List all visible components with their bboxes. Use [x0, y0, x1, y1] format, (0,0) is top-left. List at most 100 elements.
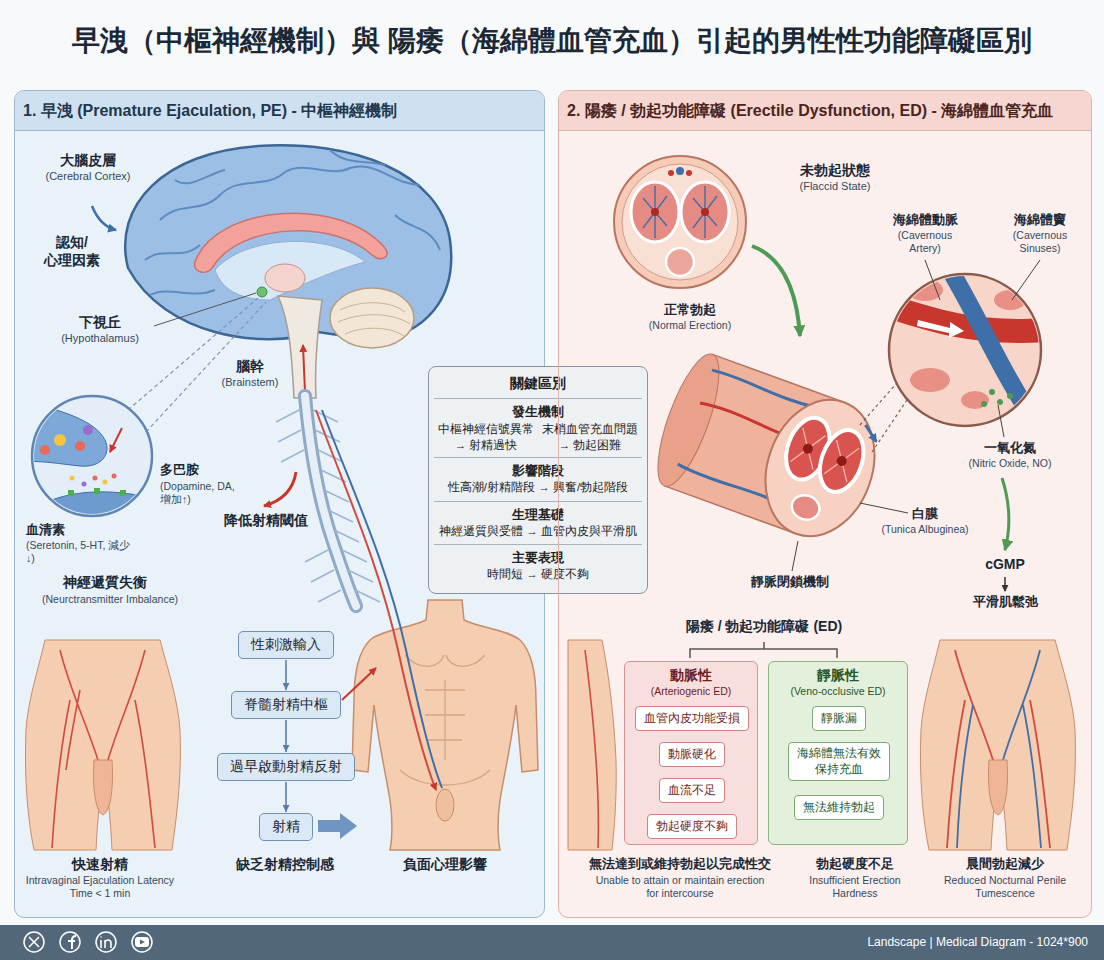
part-label: 海綿體竇: [995, 212, 1085, 228]
step-label: 血管內皮功能受損: [644, 710, 740, 727]
column-heading: (Veno-occlusive ED): [769, 685, 907, 697]
dorsal-vein: [676, 167, 684, 175]
state-change-arrow: [752, 246, 800, 336]
icon-glyph: [135, 937, 149, 947]
icon-ring: [96, 932, 116, 952]
label-slot: 正常勃起: [640, 302, 740, 318]
label-slot: (Normal Erection): [635, 319, 745, 332]
label-slot: 平滑肌鬆弛: [955, 594, 1055, 610]
label-slot: (Cerebral Cortex): [28, 170, 148, 184]
comparison-text: 影響階段: [434, 457, 642, 480]
vesicle: [75, 441, 85, 451]
label-slot: 陽痿 / 勃起功能障礙 (ED): [644, 618, 884, 636]
no-molecule: [989, 389, 995, 395]
footer-note: Landscape | Medical Diagram - 1024*900: [768, 935, 1088, 950]
no-molecule: [1007, 393, 1013, 399]
flow-arrow: [285, 720, 287, 752]
no-molecule: [997, 399, 1003, 405]
receptor: [120, 490, 126, 496]
comparison-text: 生理基礎: [434, 501, 642, 524]
sinus: [907, 279, 943, 301]
page-title: 早洩（中樞神經機制）與 陽痿（海綿體血管充血）引起的男性性功能障礙區別: [12, 22, 1092, 60]
label-slot: 勃起硬度不足: [800, 856, 910, 872]
neurotransmitter: [70, 476, 75, 481]
icon-glyph: [29, 937, 39, 947]
label-slot: Unable to attain or maintain erection fo…: [590, 874, 770, 900]
process-label: 性刺激輸入: [251, 636, 321, 654]
flaccid-cross-section: [614, 156, 746, 288]
receptor: [68, 490, 74, 496]
label-slot: 海綿體竇: [995, 212, 1085, 228]
step-box: 無法維持勃起: [794, 795, 884, 820]
label-slot: (Brainstem): [210, 376, 290, 390]
title-slot: 早洩（中樞神經機制）與 陽痿（海綿體血管充血）引起的男性性功能障礙區別: [12, 22, 1092, 60]
lower-body-right: [920, 640, 1075, 850]
part-label-note: (Seretonin, 5-HT, 減少↓): [26, 539, 138, 565]
process-box: 過早啟動射精反射: [217, 753, 355, 781]
body-outline: [25, 640, 180, 850]
label-slot: 大腦皮層: [33, 152, 143, 170]
label-slot: cGMP: [970, 556, 1040, 574]
vesicle: [40, 445, 50, 455]
label-slot: (Tunica Albuginea): [865, 523, 985, 536]
sinus: [961, 391, 989, 409]
comparison-text: 中樞神經信號異常 → 射精過快: [434, 421, 538, 454]
part-label-note: (Dopamine, DA, 增加↑): [160, 480, 238, 506]
part-label: 晨間勃起減少: [935, 856, 1075, 872]
part-label-note: Insufficient Erection Hardness: [795, 874, 915, 900]
label-slot: 負面心理影響: [385, 856, 505, 874]
release-arrow: [110, 428, 122, 452]
block-arrow: [318, 813, 357, 839]
column-heading: 動脈性: [625, 662, 757, 685]
blood-vessels: [585, 650, 598, 848]
threshold-arrow: [264, 472, 296, 506]
step-label: 血流不足: [668, 782, 716, 799]
part-label-note: (Nitric Oxide, NO): [950, 457, 1070, 470]
part-label: cGMP: [970, 556, 1040, 574]
part-label-note: (Flaccid State): [775, 180, 895, 194]
dorsal-artery: [668, 170, 674, 176]
body-outline: [568, 640, 616, 850]
part-label: 降低射精閾值: [216, 512, 316, 530]
part-label: 神經遞質失衡: [30, 574, 180, 592]
label-slot: 快速射精: [25, 856, 175, 874]
label-slot: Reduced Nocturnal Penile Tumescence: [930, 874, 1080, 900]
label-slot: 血清素: [26, 522, 116, 538]
part-label: 平滑肌鬆弛: [955, 594, 1055, 610]
process-box: 射精: [259, 813, 313, 841]
label-slot: (Hypothalamus): [45, 332, 155, 346]
part-label-note: Unable to attain or maintain erection fo…: [590, 874, 770, 900]
receptor: [94, 488, 100, 494]
comparison-box: 關鍵區別發生機制中樞神經信號異常 → 射精過快末梢血管充血問題 → 勃起困難影響…: [428, 366, 648, 594]
comparison-text: 時間短 → 硬度不夠: [434, 567, 642, 585]
part-label-note: (Tunica Albuginea): [865, 523, 985, 536]
comparison-text: 主要表現: [434, 544, 642, 567]
column-heading: 靜脈性: [769, 662, 907, 685]
label-slot: 下視丘: [50, 314, 150, 332]
central-artery: [801, 442, 814, 455]
process-label: 脊髓射精中樞: [244, 696, 328, 714]
vesicle: [54, 434, 66, 446]
vein-compression-arrow: [861, 425, 880, 442]
comparison-text: 末梢血管充血問題 → 勃起困難: [538, 421, 642, 454]
label-slot: (Neurctransmitter Imbalance): [20, 593, 200, 606]
label-slot: 白膜: [885, 506, 965, 522]
icon-glyph: [101, 937, 111, 949]
genitals: [436, 789, 454, 821]
sinus-vessels: [643, 186, 717, 238]
part-label: 無法達到或維持勃起以完成性交: [580, 856, 780, 872]
synapse-zoom: [20, 298, 296, 530]
part-label-note: (Brainstem): [210, 376, 290, 390]
part-label: 一氧化氮: [960, 440, 1060, 456]
flow-arrow: [285, 782, 287, 812]
brainstem: [278, 296, 322, 398]
part-label: 負面心理影響: [385, 856, 505, 874]
label-slot: (Seretonin, 5-HT, 減少↓): [26, 539, 138, 565]
sinus: [994, 290, 1026, 310]
pathway-arrow: [1002, 478, 1009, 550]
brain: [92, 145, 451, 398]
genitals: [93, 760, 112, 815]
label-slot: 認知/ 心理因素: [40, 234, 104, 269]
blood-vessels: [52, 650, 155, 848]
